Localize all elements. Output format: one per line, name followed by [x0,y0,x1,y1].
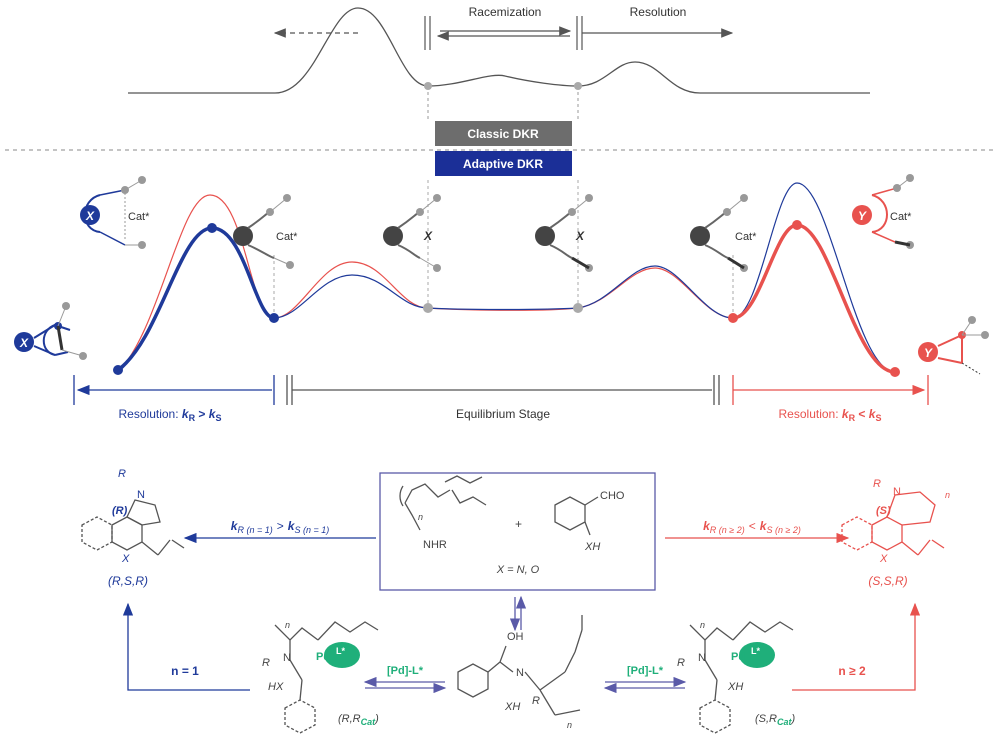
aldehyde-ring [554,496,599,536]
right-product [841,491,945,556]
svg-text:n: n [945,490,950,500]
pd-complex-left [274,621,379,734]
left-product [81,499,185,556]
svg-text:XH: XH [727,681,743,693]
blue-substrate: X [14,302,87,360]
svg-text:X: X [423,229,433,243]
grey-x-left: X [383,194,441,272]
svg-text:L*: L* [751,646,760,656]
svg-text:R: R [532,695,540,707]
svg-text:R: R [118,468,126,480]
svg-text:XH: XH [584,541,600,553]
left-rate-label: kR (n = 1)>kS (n = 1) [231,519,329,535]
classic-dkr-label: Classic DKR [467,127,539,141]
hemiaminal [457,615,583,716]
svg-text:n ≥ 2: n ≥ 2 [838,664,866,678]
resolution-label: Resolution [630,5,687,19]
reactants-box [379,472,656,591]
svg-text:n: n [567,720,572,730]
blue-thin-curve [117,182,896,373]
svg-text:(R,RCat): (R,RCat) [338,713,379,727]
svg-text:Pd: Pd [316,651,330,663]
adaptive-dkr-badge [435,151,572,176]
red-thin-curve [117,194,896,373]
svg-text:Cat*: Cat* [128,211,150,223]
svg-text:CHO: CHO [600,490,625,502]
right-rate-label: kR (n ≥ 2)<kS (n ≥ 2) [703,519,801,535]
svg-text:X = N, O: X = N, O [496,564,540,576]
svg-text:(S,RCat): (S,RCat) [755,713,796,727]
svg-text:R: R [262,657,270,669]
svg-text:Cat*: Cat* [276,231,298,243]
method-badges: Classic DKR Adaptive DKR [435,121,572,176]
svg-text:N: N [893,486,901,498]
svg-text:OH: OH [507,631,524,643]
svg-text:[Pd]-L*: [Pd]-L* [387,665,424,677]
svg-text:R: R [873,478,881,490]
svg-text:n: n [418,512,423,522]
top-node-left [424,82,432,90]
svg-text:X: X [879,553,888,565]
svg-text:L*: L* [336,646,345,656]
svg-text:[Pd]-L*: [Pd]-L* [627,665,664,677]
blue-catalyst-ts: X Cat* [80,176,150,249]
grey-catalyst-ts-left: Cat* [233,194,298,269]
top-energy-curve [128,7,870,94]
svg-text:N: N [516,667,524,679]
grey-x-right: X [535,194,593,272]
svg-text:(R,S,R): (R,S,R) [108,574,148,588]
svg-text:n = 1: n = 1 [171,664,199,678]
svg-text:Pd: Pd [731,651,745,663]
svg-text:X: X [19,336,29,350]
red-substrate: Y [918,316,989,375]
svg-text:Y: Y [924,346,933,360]
reaction-scheme: n NHR + CHO XH X = N, O kR (n = 1)>kS (n… [81,468,950,734]
svg-text:XH: XH [504,701,520,713]
svg-text:X: X [121,553,130,565]
grey-catalyst-ts-right: Cat* [690,194,757,272]
svg-text:X: X [575,229,585,243]
svg-text:N: N [283,652,291,664]
top-node-right [574,82,582,90]
top-profile: Racemization Resolution [128,5,870,120]
resolution-left-label: Resolution: kR > kS [119,407,222,423]
svg-text:n: n [285,620,290,630]
red-catalyst-ts: Y Cat* [852,174,914,249]
svg-text:(R): (R) [112,505,128,517]
svg-text:NHR: NHR [423,539,447,551]
classic-dkr-badge [435,121,572,146]
resolution-right-label: Resolution: kR < kS [779,407,882,423]
equilibrium-label: Equilibrium Stage [456,407,550,421]
svg-text:X: X [85,209,95,223]
svg-text:Cat*: Cat* [735,231,757,243]
blue-thick-curve [116,226,275,372]
svg-text:Y: Y [858,209,867,223]
svg-text:R: R [677,657,685,669]
svg-text:(S): (S) [876,505,891,517]
svg-text:n: n [700,620,705,630]
svg-text:HX: HX [268,681,284,693]
racemization-label: Racemization [469,5,542,19]
adaptive-dkr-label: Adaptive DKR [463,157,543,171]
svg-text:+: + [515,517,522,531]
diene-amine [399,475,487,531]
pd-complex-right [689,621,794,734]
svg-text:N: N [137,489,145,501]
svg-text:(S,S,R): (S,S,R) [868,574,907,588]
energy-profile: X Cat* X [14,174,989,423]
svg-text:N: N [698,652,706,664]
svg-text:Cat*: Cat* [890,211,912,223]
